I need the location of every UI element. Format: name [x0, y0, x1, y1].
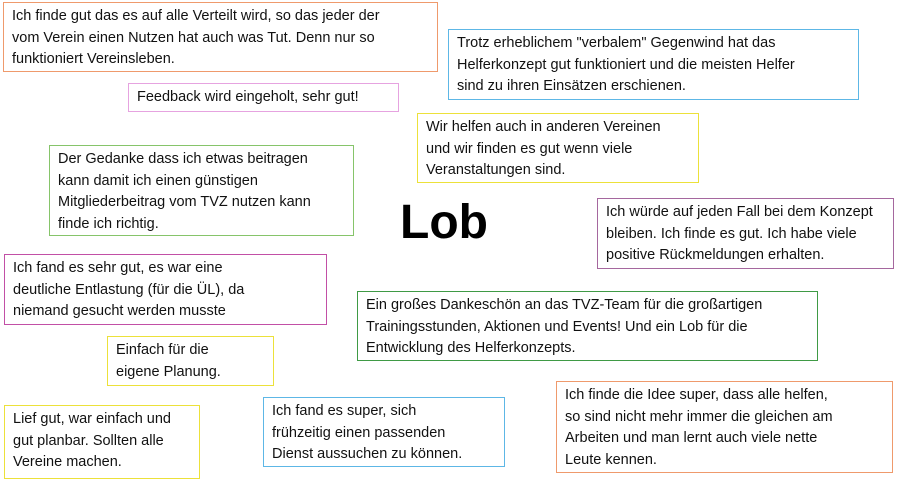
feedback-note: Einfach für die eigene Planung. — [107, 336, 274, 386]
feedback-note: Ein großes Dankeschön an das TVZ-Team fü… — [357, 291, 818, 361]
feedback-note: Ich würde auf jeden Fall bei dem Konzept… — [597, 198, 894, 269]
feedback-note: Trotz erheblichem "verbalem" Gegenwind h… — [448, 29, 859, 100]
feedback-note: Feedback wird eingeholt, sehr gut! — [128, 83, 399, 112]
page-title: Lob — [400, 196, 488, 249]
feedback-note: Der Gedanke dass ich etwas beitragen kan… — [49, 145, 354, 236]
feedback-note: Ich finde die Idee super, dass alle helf… — [556, 381, 893, 473]
feedback-note: Ich fand es super, sich frühzeitig einen… — [263, 397, 505, 467]
feedback-note: Lief gut, war einfach und gut planbar. S… — [4, 405, 200, 479]
feedback-note: Ich fand es sehr gut, es war eine deutli… — [4, 254, 327, 325]
feedback-note: Ich finde gut das es auf alle Verteilt w… — [3, 2, 438, 72]
feedback-note: Wir helfen auch in anderen Vereinen und … — [417, 113, 699, 183]
